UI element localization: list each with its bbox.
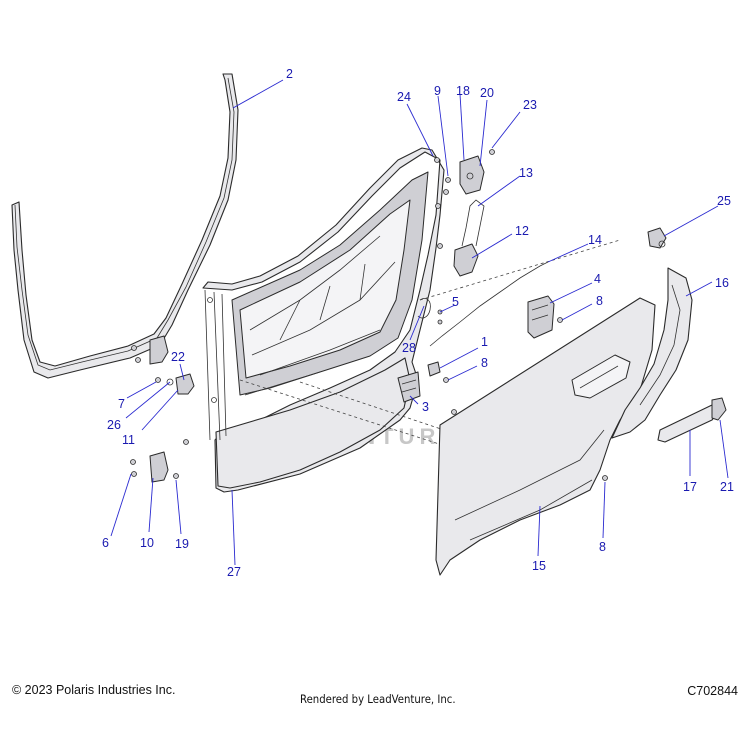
callout-23: 23 xyxy=(523,98,537,112)
callout-24: 24 xyxy=(397,90,411,104)
callout-8-bracket: 8 xyxy=(481,356,488,370)
part-16-pillar-trim xyxy=(611,267,693,439)
part-13-cable xyxy=(461,199,485,247)
callout-28: 28 xyxy=(402,341,416,355)
callout-1: 1 xyxy=(481,335,488,349)
callout-16: 16 xyxy=(715,276,729,290)
callout-15: 15 xyxy=(532,559,546,573)
part-3-lock-bracket xyxy=(397,371,421,403)
callout-2: 2 xyxy=(286,67,293,81)
callout-9: 9 xyxy=(434,84,441,98)
callout-21: 21 xyxy=(720,480,734,494)
part-15-outer-door-panel xyxy=(435,297,656,576)
part-21-handle-cap xyxy=(711,397,727,421)
part-14-cable xyxy=(429,261,549,347)
callout-3: 3 xyxy=(422,400,429,414)
callout-12: 12 xyxy=(515,224,529,238)
copyright-notice: © 2023 Polaris Industries Inc. xyxy=(12,683,176,697)
part-28-clip xyxy=(417,298,431,319)
part-2-frame-seal xyxy=(11,73,239,379)
callout-25: 25 xyxy=(717,194,731,208)
callout-26: 26 xyxy=(107,418,121,432)
callout-6: 6 xyxy=(102,536,109,550)
part-1-lock-rod xyxy=(427,361,441,377)
part-27-door-frame xyxy=(202,147,445,493)
callout-20: 20 xyxy=(480,86,494,100)
alignment-line-3 xyxy=(419,239,621,301)
part-17-handle-trim xyxy=(657,404,719,443)
callout-18: 18 xyxy=(456,84,470,98)
alignment-line-2 xyxy=(299,381,511,453)
callout-19: 19 xyxy=(175,537,189,551)
alignment-line-1 xyxy=(239,379,521,471)
callout-8-panel: 8 xyxy=(599,540,606,554)
part-10-lower-hinge xyxy=(149,451,169,483)
callout-17: 17 xyxy=(683,480,697,494)
upper-hinge xyxy=(149,335,169,365)
rendered-by-credit: Rendered by LeadVenture, Inc. xyxy=(300,692,456,706)
diagram-code: C702844 xyxy=(687,684,738,698)
callout-11: 11 xyxy=(122,433,135,447)
part-18-check-bracket xyxy=(459,155,485,195)
part-22-hinge-spacer xyxy=(175,373,195,395)
part-25-latch-switch xyxy=(647,227,667,249)
leader-lines xyxy=(110,79,729,566)
callout-5: 5 xyxy=(452,295,459,309)
callout-7: 7 xyxy=(118,397,125,411)
callout-8-latch: 8 xyxy=(596,294,603,308)
callout-22: 22 xyxy=(171,350,185,364)
part-4-door-latch xyxy=(527,295,555,339)
callouts: 1 2 3 4 5 6 7 8 8 8 9 10 11 12 13 14 15 … xyxy=(102,67,734,579)
callout-13: 13 xyxy=(519,166,533,180)
fasteners xyxy=(130,149,608,481)
part-26-washer xyxy=(166,378,174,386)
callout-27: 27 xyxy=(227,565,241,579)
callout-4: 4 xyxy=(594,272,601,286)
part-12-interior-handle xyxy=(453,243,479,277)
callout-14: 14 xyxy=(588,233,602,247)
callout-10: 10 xyxy=(140,536,154,550)
